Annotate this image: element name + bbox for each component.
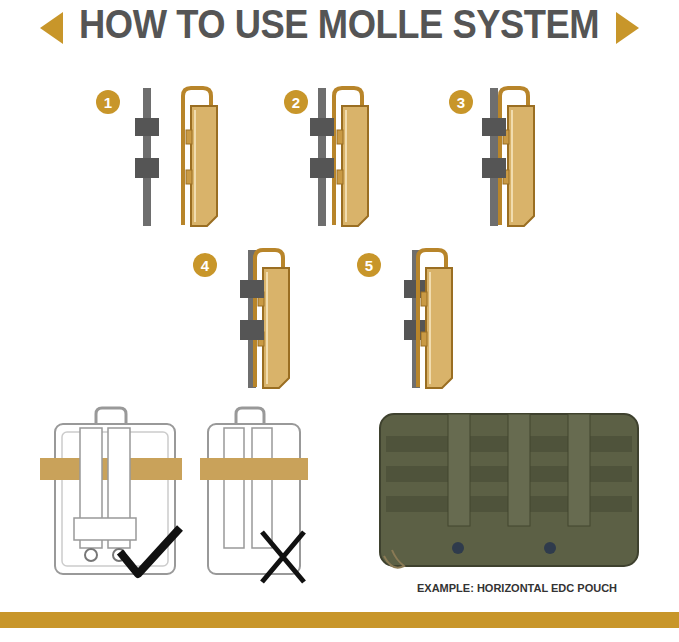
horizontal-edc-pouch (544, 542, 556, 554)
horizontal-edc-pouch (452, 542, 464, 554)
step-figure (482, 88, 534, 226)
wrong-back-view (200, 408, 308, 582)
callout-number: 5 (357, 253, 381, 277)
step-figure (310, 88, 368, 226)
step-figure (334, 88, 368, 226)
step-figure (404, 250, 452, 388)
step-figure (135, 88, 217, 226)
callout-number-text: 4 (201, 258, 209, 273)
wrong-back-view (200, 458, 308, 480)
step-figure (318, 88, 326, 226)
step-figure (143, 88, 151, 226)
horizontal-edc-pouch (384, 550, 404, 568)
title: HOW TO USE MOLLE SYSTEM (79, 2, 599, 47)
callout-number: 2 (284, 90, 308, 114)
horizontal-edc-pouch (568, 414, 590, 526)
step-figure (500, 88, 534, 226)
horizontal-edc-pouch (508, 414, 530, 526)
step-figure (310, 118, 334, 178)
step-figure (183, 88, 217, 226)
step-figure (255, 250, 289, 388)
caption: EXAMPLE: HORIZONTAL EDC POUCH (417, 582, 617, 594)
horizontal-edc-pouch (380, 414, 638, 566)
correct-back-view (85, 549, 97, 561)
step-figure (482, 118, 506, 178)
title-arrow-left (40, 12, 63, 44)
wrong-back-view (262, 532, 304, 582)
wrong-back-view (252, 428, 272, 548)
horizontal-edc-pouch (380, 414, 638, 568)
wrong-back-view (224, 428, 244, 548)
title-box: HOW TO USE MOLLE SYSTEM (0, 2, 679, 47)
step-figure (418, 250, 452, 388)
step-figure (490, 88, 498, 226)
step-figure (135, 118, 159, 178)
step-figure (240, 280, 264, 340)
correct-back-view (74, 518, 136, 540)
correct-back-view (120, 528, 180, 574)
correct-back-view (40, 408, 182, 574)
title-arrow-right (616, 12, 639, 44)
callout-number: 1 (96, 90, 120, 114)
callout-number-text: 2 (292, 95, 300, 110)
callout-number: 3 (449, 90, 473, 114)
callout-number: 4 (193, 253, 217, 277)
callout-number-text: 3 (457, 95, 465, 110)
footer-bar (0, 612, 679, 628)
horizontal-edc-pouch (448, 414, 470, 526)
callout-number-text: 1 (104, 95, 112, 110)
step-figure (240, 250, 289, 388)
callout-number-text: 5 (365, 258, 373, 273)
